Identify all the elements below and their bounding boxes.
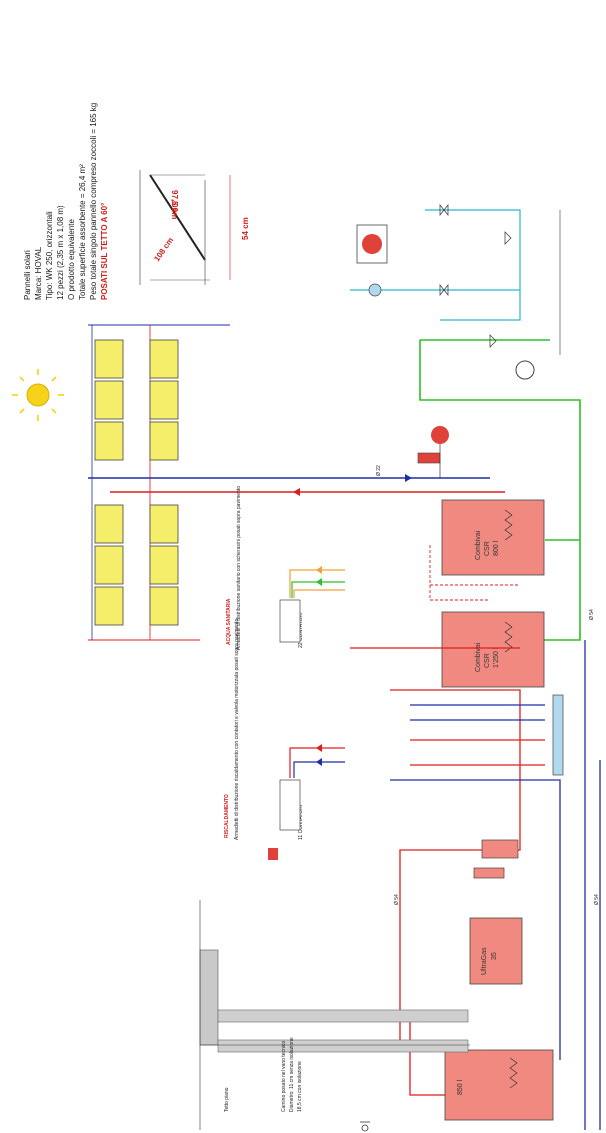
- panel-note-line: Tipo: WK 250, orizzontali: [45, 211, 54, 300]
- tank-volume: 800 l: [493, 540, 500, 556]
- tilt-base: 54 cm: [241, 217, 250, 240]
- pipe-size-label: Ø 54: [589, 609, 595, 620]
- valve-symbol: [439, 204, 512, 348]
- heating-distribution-pipes: [350, 640, 601, 1130]
- solar-panel: [149, 545, 179, 585]
- riscaldamento-title: RISCALDAMENTO: [224, 794, 230, 838]
- panel-note-line: Totale superficie assorbente = 26,4 m²: [78, 164, 87, 300]
- boiler: UltraGas 35: [469, 917, 523, 985]
- acqua-sanitaria-title: ACQUA SANITARIA: [226, 598, 232, 645]
- solar-panel: [149, 339, 179, 379]
- chimney-desc: Camino posato nel vano tecnico: [281, 1041, 287, 1112]
- expansion-vessel: [356, 224, 388, 264]
- panel-note-line: Pannelli solari: [23, 250, 32, 300]
- circulation-pump: [368, 283, 535, 380]
- auxiliary-heater: [473, 839, 519, 879]
- hydraulic-separator: [552, 694, 564, 776]
- dhw-pipes: [350, 209, 521, 321]
- ground-icon: [360, 1121, 370, 1132]
- chimney-desc: 18,5 cm con isolazione: [297, 1061, 303, 1112]
- solar-loop-pipes: Ø 22: [88, 465, 505, 496]
- pipe-size-label: Ø 22: [376, 465, 382, 476]
- boiler-model: 35: [491, 952, 498, 960]
- solar-panel: [94, 545, 124, 585]
- panel-note-line: O prodotto equivalente: [67, 219, 76, 300]
- solar-panel: [94, 380, 124, 420]
- riscaldamento-desc: Armadietti di distribuzione riscaldament…: [234, 619, 240, 840]
- pipe-size-label: Ø 54: [594, 894, 600, 905]
- chimney-desc: Diametro: 11 cm senza isolazione: [289, 1037, 295, 1112]
- solar-panel: [149, 421, 179, 461]
- sun-icon: [12, 369, 64, 421]
- acqua-sanitaria-counter: 22 CONTATORI: [298, 612, 304, 648]
- riscaldamento-counter: 11 CONTATORI: [298, 805, 304, 840]
- storage-tank: Combivai CSR 1'250 l: [441, 611, 545, 688]
- solar-panel: [149, 380, 179, 420]
- panel-note-line: Peso totale singolo pannello compreso zo…: [89, 103, 98, 300]
- solar-panel-array: [88, 324, 230, 641]
- tank-volume: 1'250 l: [493, 647, 500, 668]
- tilt-angle: 60°: [171, 200, 180, 212]
- panel-note-line: 12 pezzi (2,35 m x 1,08 m): [56, 205, 65, 300]
- solar-panel: [149, 504, 179, 544]
- tank-model: CSR: [484, 541, 491, 556]
- solar-panel: [94, 504, 124, 544]
- tilt-sketch: 60° 108 cm 97,5 cm 54 cm: [139, 170, 250, 285]
- solar-panel: [94, 339, 124, 379]
- tank-interconnect: [429, 545, 520, 601]
- storage-tank: 850 l: [444, 1049, 554, 1121]
- tank-model: CSR: [484, 653, 491, 668]
- tank-volume: 850 l: [457, 1079, 464, 1095]
- tilt-height: 97,5 cm: [170, 190, 179, 219]
- panel-note-highlight: POSATI SUL TETTO A 60°: [100, 203, 109, 300]
- boiler-brand: UltraGas: [481, 947, 488, 975]
- panel-note-line: Marca: HOVAL: [34, 246, 43, 300]
- riscaldamento-block: RISCALDAMENTO Armadietti di distribuzion…: [224, 619, 345, 860]
- acqua-sanitaria-desc: Armadietti di distribuzione sanitario co…: [236, 486, 242, 650]
- storage-tank: Combivai CSR 800 l: [441, 499, 545, 576]
- solar-panel: [94, 586, 124, 626]
- panel-notes: Pannelli solari Marca: HOVAL Tipo: WK 25…: [23, 103, 109, 300]
- solar-panel: [149, 586, 179, 626]
- cold-water-pipes: [419, 339, 581, 641]
- tank-brand: Combivai: [475, 530, 482, 560]
- solar-panel: [94, 421, 124, 461]
- expansion-vessel: [417, 426, 449, 478]
- tank-brand: Combivai: [475, 642, 482, 672]
- chimney-roof: Tetto piano: [224, 1087, 230, 1112]
- chimney: [199, 900, 470, 1130]
- tilt-length: 108 cm: [152, 236, 175, 263]
- pipe-size-label: Ø 54: [394, 894, 400, 905]
- acqua-sanitaria-block: ACQUA SANITARIA Armadietti di distribuzi…: [226, 486, 345, 650]
